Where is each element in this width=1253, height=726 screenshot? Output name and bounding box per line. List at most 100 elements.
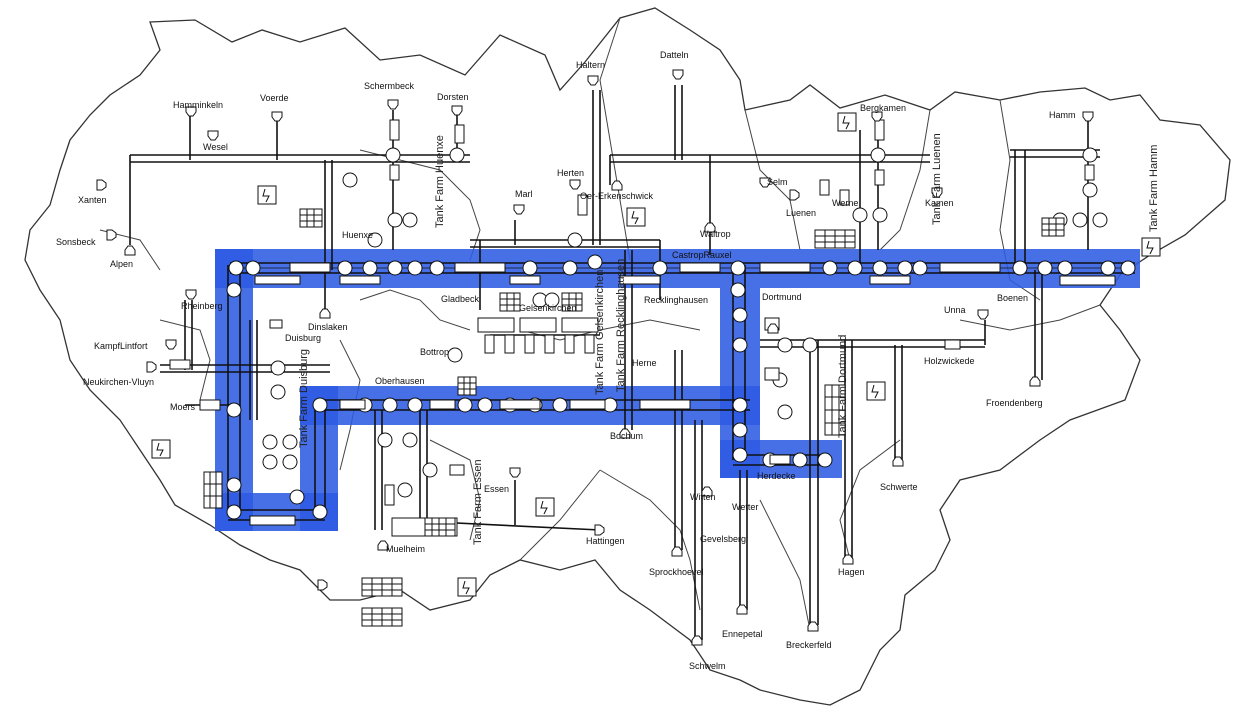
label-bottrop: Bottrop <box>420 347 449 357</box>
label-hagen: Hagen <box>838 567 865 577</box>
label-hamm: Hamm <box>1049 110 1076 120</box>
lightning-icon <box>536 498 554 516</box>
label-hattingen: Hattingen <box>586 536 625 546</box>
label-gladbeck: Gladbeck <box>441 294 480 304</box>
tank-icon <box>186 290 196 299</box>
lightning-icon <box>258 186 276 204</box>
grid-node-icon <box>458 377 476 395</box>
lightning-icon <box>838 113 856 131</box>
tank-icon <box>843 555 853 564</box>
tank-icon <box>872 112 882 121</box>
label-gelsenkirchen: Gelsenkirchen <box>519 303 577 313</box>
tank-icon <box>790 190 799 200</box>
label-breckerfeld: Breckerfeld <box>786 640 832 650</box>
lightning-icon <box>627 208 645 226</box>
label-schermbeck: Schermbeck <box>364 81 415 91</box>
lightning-icon <box>152 440 170 458</box>
label-ennepetal: Ennepetal <box>722 629 763 639</box>
grid-node-icon <box>1042 218 1064 236</box>
grid-node-icon <box>500 293 520 311</box>
label-haltern: Haltern <box>576 60 605 70</box>
tank-icon <box>125 246 135 255</box>
tank-icon <box>612 181 622 190</box>
label-oer-erkenschwick: Oer-Erkenschwick <box>580 191 654 201</box>
label-hamminkeln: Hamminkeln <box>173 100 223 110</box>
label-tank-farm-dortmund: Tank Farm Dortmund <box>837 335 849 438</box>
tank-icon <box>570 180 580 189</box>
tank-icon <box>595 525 604 535</box>
label-werne: Werne <box>832 198 858 208</box>
tank-icon <box>1030 377 1040 386</box>
tank-icon <box>588 76 598 85</box>
label-alpen: Alpen <box>110 259 133 269</box>
label-dorsten: Dorsten <box>437 92 469 102</box>
lightning-icon <box>867 382 885 400</box>
label-unna: Unna <box>944 305 966 315</box>
label-huenxe: Huenxe <box>342 230 373 240</box>
grid-node-icon <box>362 578 402 596</box>
junction-nodes <box>227 148 1135 519</box>
label-sonsbeck: Sonsbeck <box>56 237 96 247</box>
tank-icon <box>97 180 106 190</box>
grid-node-icon <box>425 518 455 536</box>
grid-node-icon <box>300 209 322 227</box>
label-waltrop: Waltrop <box>700 229 731 239</box>
grid-node-icon <box>362 608 402 626</box>
tank-icon <box>388 100 398 109</box>
label-luenen: Luenen <box>786 208 816 218</box>
label-dinslaken: Dinslaken <box>308 322 348 332</box>
tank-icon <box>320 309 330 318</box>
label-holzwickede: Holzwickede <box>924 356 975 366</box>
label-bergkamen: Bergkamen <box>860 103 906 113</box>
label-selm: Selm <box>767 177 788 187</box>
label-marl: Marl <box>515 189 533 199</box>
label-dortmund: Dortmund <box>762 292 802 302</box>
label-rheinberg: Rheinberg <box>181 301 223 311</box>
label-neukirchen: Neukirchen-Vluyn <box>83 377 154 387</box>
label-froendenberg: Froendenberg <box>986 398 1043 408</box>
grid-node-icon <box>204 472 222 508</box>
grid-node-icon <box>815 230 855 248</box>
label-duisburg: Duisburg <box>285 333 321 343</box>
label-voerde: Voerde <box>260 93 289 103</box>
city-labels: Hamminkeln Voerde Schermbeck Dorsten Wes… <box>56 50 1076 671</box>
tank-icon <box>452 106 462 115</box>
tank-icon <box>808 622 818 631</box>
tank-icon <box>510 468 520 477</box>
tank-icon <box>893 457 903 466</box>
label-schwerte: Schwerte <box>880 482 918 492</box>
highlight-bands <box>215 249 1140 531</box>
label-bochum: Bochum <box>610 431 643 441</box>
label-boenen: Boenen <box>997 293 1028 303</box>
tank-icon <box>692 636 702 645</box>
label-kamplintfort: KampfLintfort <box>94 341 148 351</box>
label-tank-farm-huenxe: Tank Farm Huenxe <box>434 135 446 228</box>
tank-icon <box>166 340 176 349</box>
label-castrop: CastropRauxel <box>672 250 732 260</box>
label-tank-farm-hamm: Tank Farm Hamm <box>1148 145 1160 232</box>
tank-icon <box>107 230 116 240</box>
label-wetter: Wetter <box>732 502 758 512</box>
tank-icon <box>673 70 683 79</box>
label-schwelm: Schwelm <box>689 661 726 671</box>
tank-icon <box>147 362 156 372</box>
lightning-icon <box>458 578 476 596</box>
label-tank-farm-recklinghausen: Tank Farm Recklinghausen <box>615 259 627 392</box>
tank-icon <box>318 580 327 590</box>
label-tank-farm-luenen: Tank Farm Luenen <box>931 133 943 225</box>
label-wesel: Wesel <box>203 142 228 152</box>
lightning-icon <box>1142 238 1160 256</box>
tank-icon <box>272 112 282 121</box>
tank-icon <box>737 605 747 614</box>
label-datteln: Datteln <box>660 50 689 60</box>
tank-icon <box>978 310 988 319</box>
tank-icon <box>768 324 778 333</box>
label-herne: Herne <box>632 358 657 368</box>
label-recklinghausen: Recklinghausen <box>644 295 708 305</box>
label-essen: Essen <box>484 484 509 494</box>
label-tank-farm-essen: Tank Farm Essen <box>472 459 484 545</box>
label-gevelsberg: Gevelsberg <box>700 534 746 544</box>
label-oberhausen: Oberhausen <box>375 376 425 386</box>
label-witten: Witten <box>690 492 716 502</box>
